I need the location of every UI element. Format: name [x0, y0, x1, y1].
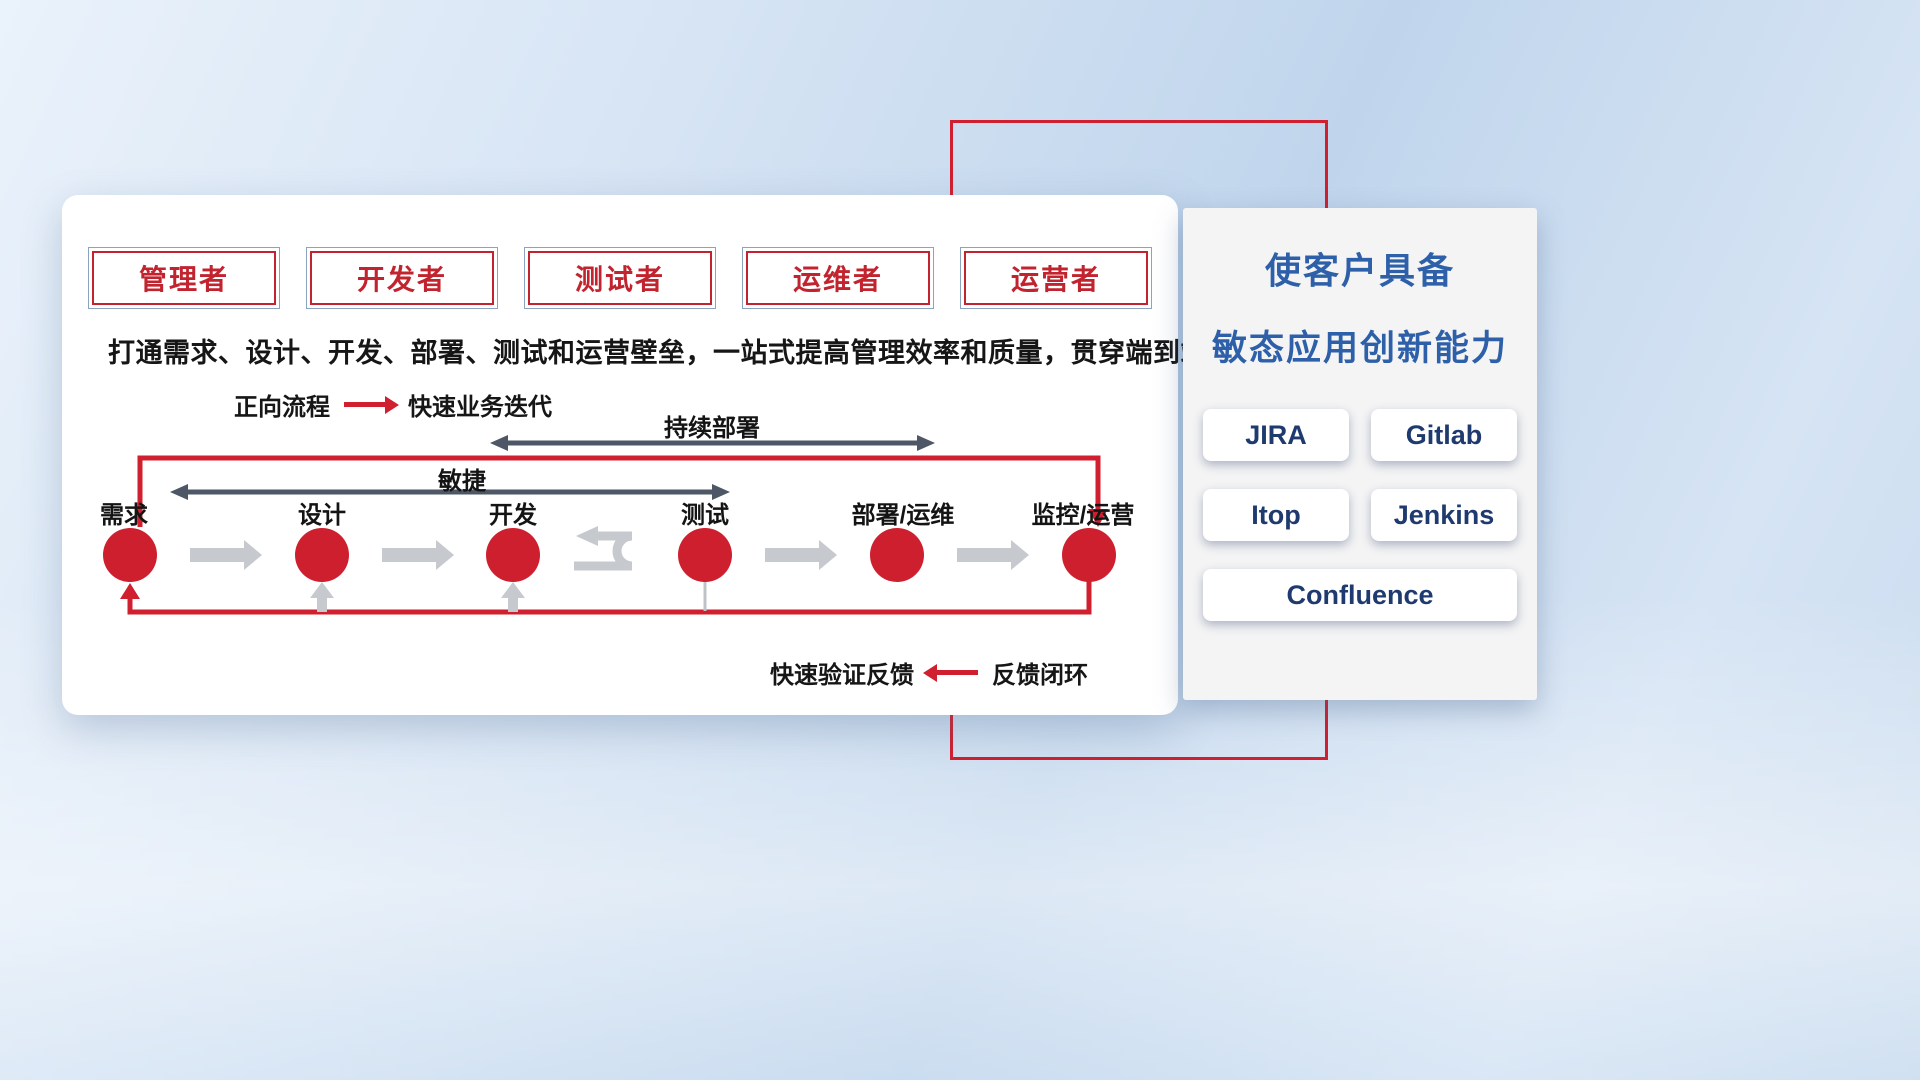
flow-arrowhead-icon [819, 540, 837, 570]
forward-flow-legend: 正向流程 快速业务迭代 [234, 387, 552, 422]
stage-circle-development [486, 528, 540, 582]
panel-title-line1: 使客户具备 [1264, 250, 1455, 291]
iteration-loop-icon [574, 531, 633, 571]
forward-arrow-icon [344, 402, 386, 407]
stage-circle-monitor-operations [1062, 528, 1116, 582]
stage-label-monitor-operations: 监控/运营 [1031, 502, 1135, 529]
stage-label-deploy-ops: 部署/运维 [851, 502, 955, 529]
forward-loop-arrowhead-icon [1088, 509, 1108, 527]
role-label: 运营者 [964, 251, 1148, 305]
tool-jenkins: Jenkins [1371, 489, 1517, 541]
agile-span-arrowhead-left-icon [170, 484, 188, 500]
stage-label-development: 开发 [489, 502, 537, 529]
stage-circle-design [295, 528, 349, 582]
feedback-legend-value: 反馈闭环 [992, 662, 1088, 689]
tool-gitlab: Gitlab [1371, 409, 1517, 461]
feedback-loop-line [127, 581, 1092, 615]
dev-feedback-arrowhead-icon [501, 582, 525, 598]
role-label: 管理者 [92, 251, 276, 305]
role-label: 测试者 [528, 251, 712, 305]
capability-side-panel: 使客户具备 敏态应用创新能力 JIRA Gitlab Itop Jenkins … [1183, 208, 1537, 700]
role-box-tester: 测试者 [524, 247, 716, 309]
flow-arrow-shaft [765, 548, 819, 562]
iteration-loop-arrowhead-icon [576, 526, 598, 546]
role-box-manager: 管理者 [88, 247, 280, 309]
feedback-loop-arrowhead-icon [120, 583, 140, 599]
stage-label-requirements: 需求 [100, 502, 148, 529]
feedback-arrow-icon [936, 670, 978, 675]
flow-arrowhead-icon [244, 540, 262, 570]
flow-arrow-shaft [382, 548, 436, 562]
panel-title-line2: 敏态应用创新能力 [1211, 329, 1508, 368]
tool-buttons-grid: JIRA Gitlab Itop Jenkins Confluence [1203, 409, 1517, 621]
flow-arrow-shaft [190, 548, 244, 562]
role-label: 运维者 [746, 251, 930, 305]
deploy-span-arrowhead-right-icon [917, 435, 935, 451]
devops-flow-diagram [103, 435, 1116, 615]
flow-arrows [190, 540, 1029, 570]
design-feedback-arrowhead-icon [310, 582, 334, 598]
feedback-legend: 快速验证反馈 反馈闭环 [770, 655, 1088, 690]
deploy-span-arrowhead-left-icon [490, 435, 508, 451]
role-box-developer: 开发者 [306, 247, 498, 309]
feedback-legend-label: 快速验证反馈 [770, 662, 914, 689]
forward-flow-value: 快速业务迭代 [408, 394, 552, 421]
tool-itop: Itop [1203, 489, 1349, 541]
design-feedback-arrow-shaft [317, 597, 327, 612]
stage-circle-deploy-ops [870, 528, 924, 582]
stage-circles [103, 528, 1116, 582]
stage-label-testing: 测试 [681, 502, 729, 529]
tool-confluence: Confluence [1203, 569, 1517, 621]
value-proposition-text: 打通需求、设计、开发、部署、测试和运营壁垒，一站式提高管理效率和质量，贯穿端到端… [108, 338, 1291, 368]
agile-label: 敏捷 [438, 468, 486, 495]
forward-flow-label: 正向流程 [234, 394, 330, 421]
stage-circle-requirements [103, 528, 157, 582]
flow-arrow-shaft [957, 548, 1011, 562]
flow-arrowhead-icon [1011, 540, 1029, 570]
devops-flow-card: 管理者 开发者 测试者 运维者 运营者 打通需求、设计、开发、部署、测试和运营壁… [62, 195, 1291, 715]
stage-circle-testing [678, 528, 732, 582]
role-box-ops: 运维者 [742, 247, 934, 309]
continuous-deploy-label: 持续部署 [664, 415, 760, 442]
role-box-operation: 运营者 [960, 247, 1152, 309]
role-boxes-row: 管理者 开发者 测试者 运维者 运营者 [88, 247, 1152, 309]
stage-label-design: 设计 [298, 502, 346, 529]
flow-arrowhead-icon [436, 540, 454, 570]
role-label: 开发者 [310, 251, 494, 305]
tool-jira: JIRA [1203, 409, 1349, 461]
agile-span-arrowhead-right-icon [712, 484, 730, 500]
dev-feedback-arrow-shaft [508, 597, 518, 612]
forward-loop-line [137, 455, 1101, 527]
